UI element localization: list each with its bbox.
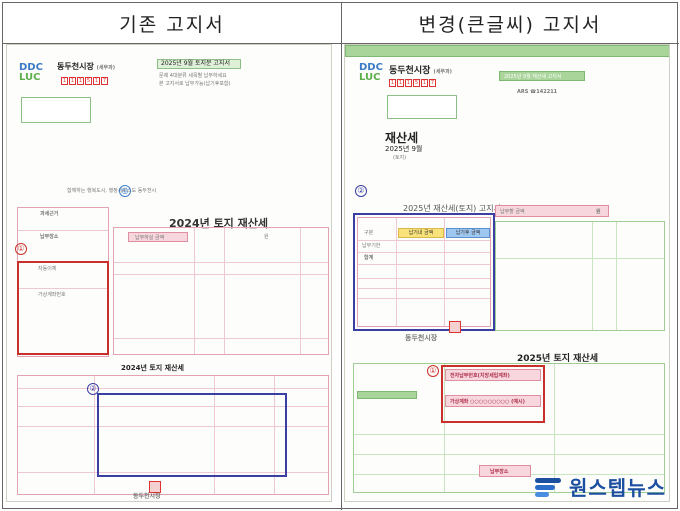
watermark: 원스텝뉴스 (535, 472, 666, 501)
marker-1-left: ① (15, 243, 27, 255)
big-sub-2: (토지) (393, 155, 407, 161)
label-place: 납부장소 (40, 234, 59, 240)
right-seal-text: 동두천시장 (405, 334, 438, 342)
watermark-text: 원스텝뉴스 (569, 476, 666, 500)
th-due: 납기내 금액 (398, 228, 444, 238)
onestep-logo-icon (535, 476, 565, 498)
amount-label-box: 납부하실 금액 (128, 232, 188, 242)
row-due-date: 납부기한 (362, 243, 381, 249)
right-header: 변경(큰글씨) 고지서 (418, 13, 602, 36)
city-name-right: 동두천시장 (세무과) (389, 66, 452, 76)
banner-note-1: 문제 4대분류 세목별 납부하세요 (159, 73, 227, 79)
pay-amount-label: 납부할 금액 (500, 209, 525, 215)
payment-place-label: 납부장소 (490, 469, 509, 475)
form-title-right: 2025년 재산세(토지) 고지서 (403, 204, 501, 213)
big-title: 재산세 (385, 131, 419, 145)
marker-2-left: ② (87, 383, 99, 395)
left-seal-text: 동두천시장 (133, 493, 161, 500)
pay-amount-box: 납부할 금액 원 (495, 205, 609, 217)
address-box-right (387, 95, 457, 119)
th-after-due: 납기후 금액 (446, 228, 490, 238)
label-virtual-account: 가상계좌번호 (38, 292, 66, 298)
banner-box-right: 2025년 9월 재산세 고지서 (499, 71, 585, 81)
tax-title: 2024년 토지 재산세 (169, 217, 268, 230)
amount-unit: 원 (264, 234, 269, 240)
slogan: 함께하는 행복도시, 행정서비스도 동두천시 (67, 188, 157, 194)
virtual-account-box: 가상계좌 ○○○○○○○○○ (예시) (445, 395, 541, 407)
marker-1-right: ① (427, 365, 439, 377)
marker-2-right: ② (355, 185, 367, 197)
left-header: 기존 고지서 (119, 13, 225, 36)
city-name: 동두천시장 (세무과) (57, 62, 115, 71)
virtual-account: 가상계좌 ○○○○○○○○○ (예시) (450, 399, 525, 405)
column-divider (341, 3, 342, 510)
ars-number: ARS ☎142211 (517, 89, 558, 95)
banner-text: 2025년 9월 토지분 고지서 (161, 60, 230, 67)
th-category: 구분 (364, 230, 374, 236)
tax-title-right: 2025년 토지 재산세 (517, 354, 598, 364)
tax-title-2: 2024년 토지 재산세 (121, 364, 184, 372)
left-main-form: 납부하실 금액 원 (113, 227, 329, 355)
label-autopay: 자동이체 (38, 266, 57, 272)
banner-text-right: 2025년 9월 재산세 고지서 (504, 74, 562, 80)
row-total: 합계 (364, 255, 374, 261)
virtual-label-box: 전자납부번호(지방세입계좌) (445, 369, 541, 381)
left-red-highlight (17, 261, 109, 355)
right-red-highlight (441, 365, 545, 423)
right-green-strip (357, 391, 417, 399)
banner-box: 2025년 9월 토지분 고지서 (157, 59, 241, 69)
pay-amount-unit: 원 (596, 209, 601, 215)
amount-label: 납부하실 금액 (135, 235, 165, 241)
big-sub-1: 2025년 9월 (385, 145, 423, 153)
payment-place-box: 납부장소 (479, 465, 531, 477)
banner-note-2: 본 고지서로 납부가능(납기후포함) (159, 81, 231, 87)
virtual-label: 전자납부번호(지방세입계좌) (450, 373, 510, 379)
label-basis: 과세근거 (40, 211, 59, 217)
address-box (21, 97, 91, 123)
slogan-badge-icon: ◎ (119, 185, 131, 197)
right-summary-table: 구분 납기내 금액 납기후 금액 납부기한 합계 (357, 217, 491, 327)
left-blue-highlight (97, 393, 287, 477)
right-seal-icon (449, 321, 461, 333)
left-bottom-form (17, 375, 329, 495)
right-blue-highlight (353, 213, 495, 331)
left-seal-icon (149, 481, 161, 493)
top-green-bar (345, 45, 669, 57)
right-upper-form (495, 221, 665, 331)
